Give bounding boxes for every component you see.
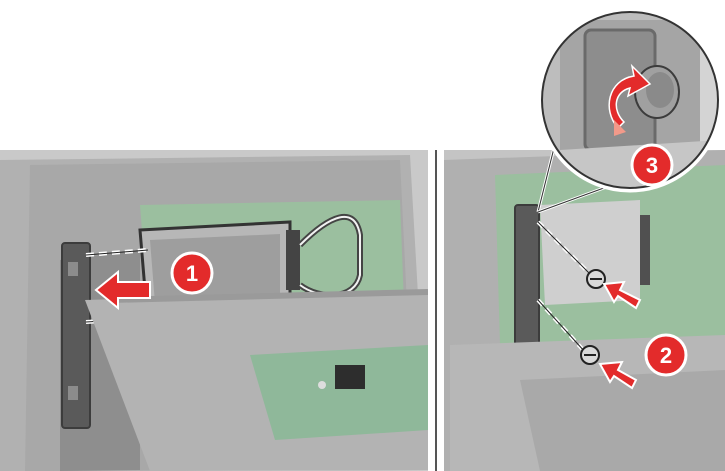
step-3-number: 3 bbox=[646, 153, 658, 178]
step-2-number: 2 bbox=[660, 343, 672, 368]
step-2-badge: 2 bbox=[646, 335, 686, 375]
right-panel: 2 bbox=[444, 150, 725, 471]
step-1-badge: 1 bbox=[172, 253, 212, 293]
left-panel: 1 bbox=[0, 150, 428, 471]
screw-upper bbox=[587, 270, 605, 288]
screw-lower bbox=[581, 346, 599, 364]
right-mounting-bracket bbox=[515, 205, 539, 355]
installed-hard-disk bbox=[540, 200, 640, 305]
step-1-number: 1 bbox=[186, 261, 198, 286]
magnified-detail: 3 bbox=[539, 9, 721, 191]
step-3-badge: 3 bbox=[632, 145, 672, 185]
